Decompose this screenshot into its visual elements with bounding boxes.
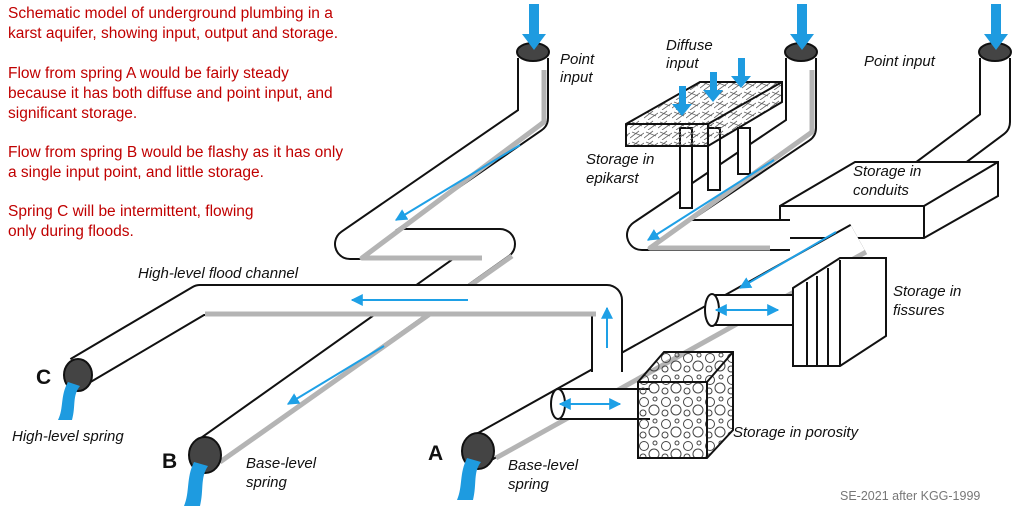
label-storage-fissures-2: fissures	[893, 302, 945, 319]
label-flood-channel: High-level flood channel	[138, 265, 299, 282]
conduit-right-middle	[626, 58, 817, 251]
credit-text: SE-2021 after KGG-1999	[840, 489, 980, 503]
label-storage-epikarst-1: Storage in	[586, 151, 654, 168]
label-base-level-spring-a-2: spring	[508, 476, 550, 493]
intro-line-2: karst aquifer, showing input, output and…	[8, 25, 338, 42]
spring-a-letter: A	[428, 442, 443, 465]
diagram-labels: Point input Diffuse input Point input St…	[12, 37, 961, 493]
label-storage-fissures-1: Storage in	[893, 283, 961, 300]
inlet-openings	[516, 42, 1012, 62]
label-storage-conduits-1: Storage in	[853, 163, 921, 180]
intro-line-7: a single input point, and little storage…	[8, 164, 264, 181]
label-high-level-spring: High-level spring	[12, 428, 124, 445]
storage-fissures-block	[792, 257, 887, 367]
intro-line-1: Schematic model of underground plumbing …	[8, 5, 333, 22]
conduit-right-upper	[910, 58, 1011, 191]
label-base-level-spring-b-2: spring	[246, 474, 288, 491]
conduit-to-spring-b	[197, 58, 549, 466]
label-point-input-left-2: input	[560, 69, 593, 86]
storage-porosity-block	[637, 351, 734, 459]
storage-conduits-box	[779, 161, 999, 239]
label-storage-porosity: Storage in porosity	[733, 424, 860, 441]
intro-line-6: Flow from spring B would be flashy as it…	[8, 144, 343, 161]
label-point-input-right: Point input	[864, 53, 936, 70]
label-point-input-left-1: Point	[560, 51, 595, 68]
label-diffuse-input-2: input	[666, 55, 699, 72]
label-diffuse-input-1: Diffuse	[666, 37, 713, 54]
spring-a-outlet	[457, 432, 495, 500]
label-storage-epikarst-2: epikarst	[586, 170, 639, 187]
intro-line-3: Flow from spring A would be fairly stead…	[8, 65, 289, 82]
spring-b-outlet	[184, 436, 222, 506]
label-base-level-spring-a-1: Base-level	[508, 457, 579, 474]
intro-line-4: because it has both diffuse and point in…	[8, 85, 333, 102]
spring-letters: C B A	[36, 366, 443, 473]
spring-b-letter: B	[162, 450, 177, 473]
input-arrows	[522, 4, 1008, 116]
intro-line-9: only during floods.	[8, 223, 134, 240]
epikarst-block	[625, 81, 783, 209]
flow-lines	[286, 144, 837, 410]
intro-text: Schematic model of underground plumbing …	[8, 5, 343, 240]
intro-line-8: Spring C will be intermittent, flowing	[8, 203, 254, 220]
label-storage-conduits-2: conduits	[853, 182, 909, 199]
spring-c-outlet	[58, 358, 93, 420]
label-base-level-spring-b-1: Base-level	[246, 455, 317, 472]
spring-c-letter: C	[36, 366, 51, 389]
intro-line-5: significant storage.	[8, 105, 137, 122]
